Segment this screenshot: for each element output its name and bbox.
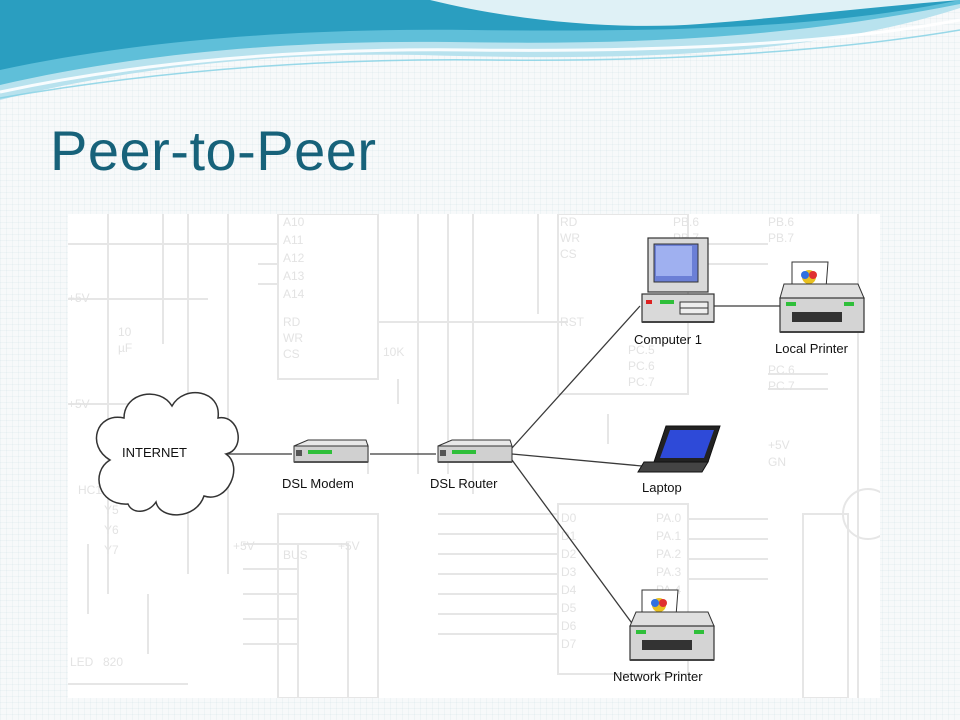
network-printer-icon — [629, 589, 715, 661]
svg-text:PB.6: PB.6 — [673, 215, 699, 229]
svg-text:PB.7: PB.7 — [768, 231, 794, 245]
computer-label: Computer 1 — [634, 332, 702, 347]
svg-text:10K: 10K — [383, 345, 404, 359]
svg-text:CS: CS — [283, 347, 300, 361]
svg-text:D6: D6 — [561, 619, 577, 633]
svg-text:D2: D2 — [561, 547, 577, 561]
slide-title: Peer-to-Peer — [50, 119, 377, 182]
svg-text:PA.0: PA.0 — [656, 511, 681, 525]
internet-label: INTERNET — [122, 445, 187, 460]
svg-text:D3: D3 — [561, 565, 577, 579]
svg-text:D7: D7 — [561, 637, 577, 651]
link-router-laptop — [511, 453, 643, 467]
svg-text:PC.6: PC.6 — [628, 359, 655, 373]
svg-text:A14: A14 — [283, 287, 305, 301]
internet-cloud-icon — [95, 391, 239, 516]
svg-text:D1: D1 — [561, 529, 577, 543]
svg-text:D5: D5 — [561, 601, 577, 615]
dsl-router-icon — [437, 439, 513, 463]
svg-text:Y7: Y7 — [104, 543, 119, 557]
schematic-labels: A10 A11 A12 A13 A14 RD WR CS RD WR CS RS… — [68, 215, 795, 669]
svg-text:WR: WR — [560, 231, 580, 245]
network-diagram: A10 A11 A12 A13 A14 RD WR CS RD WR CS RS… — [68, 214, 880, 698]
svg-text:+5V: +5V — [68, 397, 90, 411]
svg-text:Y5: Y5 — [104, 503, 119, 517]
link-router-network-printer — [511, 459, 635, 627]
svg-text:D4: D4 — [561, 583, 577, 597]
svg-text:PA.1: PA.1 — [656, 529, 681, 543]
svg-text:GN: GN — [768, 455, 786, 469]
svg-text:+5V: +5V — [68, 291, 90, 305]
svg-text:PC.5: PC.5 — [628, 343, 655, 357]
svg-text:D0: D0 — [561, 511, 577, 525]
svg-text:LED: LED — [70, 655, 94, 669]
network-links — [226, 305, 780, 627]
svg-text:CS: CS — [560, 247, 577, 261]
svg-text:PC.7: PC.7 — [768, 379, 795, 393]
schematic-background — [68, 214, 880, 698]
svg-text:+5V: +5V — [338, 539, 360, 553]
svg-text:RD: RD — [560, 215, 578, 229]
network-printer-label: Network Printer — [613, 669, 703, 684]
link-router-computer — [511, 305, 641, 449]
svg-text:WR: WR — [283, 331, 303, 345]
svg-text:PC.6: PC.6 — [768, 363, 795, 377]
svg-text:10: 10 — [118, 325, 132, 339]
svg-text:PA.3: PA.3 — [656, 565, 681, 579]
computer-icon — [641, 237, 715, 323]
svg-text:RD: RD — [283, 315, 301, 329]
svg-text:RST: RST — [560, 315, 585, 329]
svg-text:820: 820 — [103, 655, 123, 669]
svg-text:PA.2: PA.2 — [656, 547, 681, 561]
diagram-canvas: A10 A11 A12 A13 A14 RD WR CS RD WR CS RS… — [68, 214, 880, 698]
header-wave-decoration — [0, 0, 960, 100]
svg-text:Y6: Y6 — [104, 523, 119, 537]
svg-text:A10: A10 — [283, 215, 305, 229]
dsl-modem-label: DSL Modem — [282, 476, 354, 491]
svg-text:PB.6: PB.6 — [768, 215, 794, 229]
local-printer-icon — [779, 261, 865, 333]
laptop-icon — [637, 425, 721, 473]
dsl-modem-icon — [293, 439, 369, 463]
svg-text:µF: µF — [118, 341, 132, 355]
dsl-router-label: DSL Router — [430, 476, 498, 491]
svg-text:BUS: BUS — [283, 548, 308, 562]
svg-text:A13: A13 — [283, 269, 305, 283]
svg-text:PC.7: PC.7 — [628, 375, 655, 389]
laptop-label: Laptop — [642, 480, 682, 495]
local-printer-label: Local Printer — [775, 341, 848, 356]
svg-text:A11: A11 — [283, 233, 304, 247]
svg-text:+5V: +5V — [768, 438, 790, 452]
svg-text:+5V: +5V — [233, 539, 255, 553]
svg-text:A12: A12 — [283, 251, 305, 265]
